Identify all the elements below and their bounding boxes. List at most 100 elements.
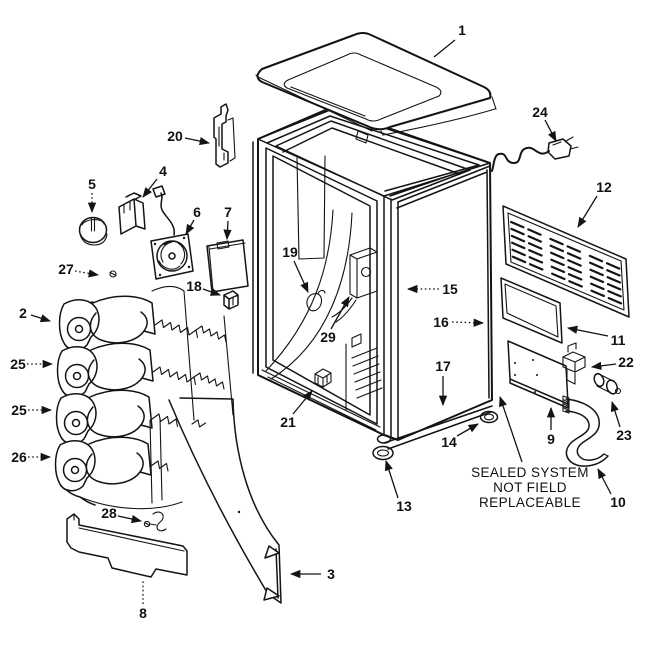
foot-part13 xyxy=(372,445,394,461)
clip-part18 xyxy=(223,290,239,310)
right-rails xyxy=(149,285,234,504)
cabinet-open-face xyxy=(252,138,385,436)
leader-22 xyxy=(590,361,617,370)
cabinet-front-edge xyxy=(390,198,399,441)
callout-16: 16 xyxy=(433,314,449,330)
leader-6 xyxy=(185,219,195,235)
callout-8: 8 xyxy=(139,605,147,621)
callout-26: 26 xyxy=(11,449,27,465)
leader-2 xyxy=(30,314,51,323)
wire-connector xyxy=(152,185,166,198)
lid-outline xyxy=(256,32,492,131)
sealed-system-note: SEALED SYSTEM NOT FIELD REPLACEABLE xyxy=(471,465,588,510)
screw-part27 xyxy=(109,270,117,278)
knob-part5 xyxy=(78,216,108,246)
capacitor-part23 xyxy=(593,372,622,395)
lid-details xyxy=(255,52,497,144)
tier2-tray xyxy=(87,342,154,391)
clip-part28 xyxy=(143,511,167,532)
tier3-teeth xyxy=(151,413,179,428)
foot-part14 xyxy=(479,410,499,424)
rear-grille-part12 xyxy=(502,205,630,318)
tier2-plate xyxy=(56,345,98,398)
leader-24 xyxy=(544,119,557,142)
tier1-tray xyxy=(89,295,156,344)
bracket-part4 xyxy=(118,192,146,235)
leader-10 xyxy=(597,468,612,495)
callout-22: 22 xyxy=(618,354,634,370)
leader-27 xyxy=(74,269,100,278)
callout-23: 23 xyxy=(616,427,632,443)
interior-control-box-part29 xyxy=(331,247,378,323)
leader-note xyxy=(499,396,523,463)
screw-head xyxy=(143,520,151,528)
wrap-panel-part3 xyxy=(168,397,282,604)
control-plate-part7 xyxy=(206,239,249,293)
callout-19: 19 xyxy=(282,244,298,260)
hinge-bracket-part20 xyxy=(213,103,236,168)
leader-16 xyxy=(451,318,485,327)
callout-27: 27 xyxy=(58,261,74,277)
bracket-part22 xyxy=(562,342,586,385)
leader-18 xyxy=(202,287,221,296)
callout-labels: 1 2 3 4 5 6 7 8 9 10 11 12 13 14 15 16 1… xyxy=(10,22,634,621)
callout-14: 14 xyxy=(441,434,457,450)
fan-wire xyxy=(160,192,175,236)
callout-6: 6 xyxy=(193,204,201,220)
block-part21 xyxy=(314,368,332,388)
callout-21: 21 xyxy=(280,414,296,430)
leader-13 xyxy=(384,460,399,499)
callout-28: 28 xyxy=(101,505,117,521)
leader-lines xyxy=(27,39,621,604)
plate-part9 xyxy=(507,340,569,409)
leader-21 xyxy=(292,390,313,415)
leader-23 xyxy=(610,401,621,428)
rack-bottom xyxy=(79,496,183,510)
callout-15: 15 xyxy=(442,281,458,297)
callout-3: 3 xyxy=(327,566,335,582)
tier4-teeth xyxy=(150,460,169,472)
control-box-dial xyxy=(360,266,372,278)
leader-19 xyxy=(293,260,309,293)
callout-25a: 25 xyxy=(10,356,26,372)
callout-17: 17 xyxy=(435,358,451,374)
callout-9: 9 xyxy=(547,431,555,447)
leader-20 xyxy=(184,137,211,146)
callout-20: 20 xyxy=(167,128,183,144)
tier4-tray xyxy=(85,436,152,485)
tier4-plate xyxy=(54,439,96,492)
fan-blades xyxy=(158,240,186,270)
duct-part10 xyxy=(562,395,609,467)
hidden-edge-dot xyxy=(237,510,241,514)
callout-2: 2 xyxy=(19,305,27,321)
tier2-teeth xyxy=(152,366,197,386)
shelf-rack-part2 xyxy=(54,285,234,510)
leader-7 xyxy=(223,220,232,241)
callout-29: 29 xyxy=(320,329,336,345)
note-line-2: NOT FIELD xyxy=(493,480,567,495)
fan-part6 xyxy=(150,185,194,280)
leader-4 xyxy=(142,178,158,198)
cabinet-right-face xyxy=(383,165,493,450)
leader-11 xyxy=(566,325,609,337)
callout-25b: 25 xyxy=(11,402,27,418)
leader-14 xyxy=(456,423,479,437)
cabinet-top-face xyxy=(257,109,491,201)
tier1-plate xyxy=(58,298,100,351)
tier3-plate xyxy=(55,392,97,445)
leader-28 xyxy=(117,514,143,524)
front-foot xyxy=(376,434,392,444)
leader-29 xyxy=(330,296,350,330)
callout-13: 13 xyxy=(396,498,412,514)
note-line-3: REPLACEABLE xyxy=(479,495,581,510)
leader-1 xyxy=(433,39,456,58)
bottom-panel-part8 xyxy=(66,513,188,578)
cabinet-interior xyxy=(261,155,383,431)
cabinet xyxy=(252,107,499,461)
tier3-tray xyxy=(86,389,153,438)
cord xyxy=(491,146,550,172)
callout-24: 24 xyxy=(532,104,548,120)
callout-5: 5 xyxy=(88,176,96,192)
power-cord-part24 xyxy=(491,136,579,172)
